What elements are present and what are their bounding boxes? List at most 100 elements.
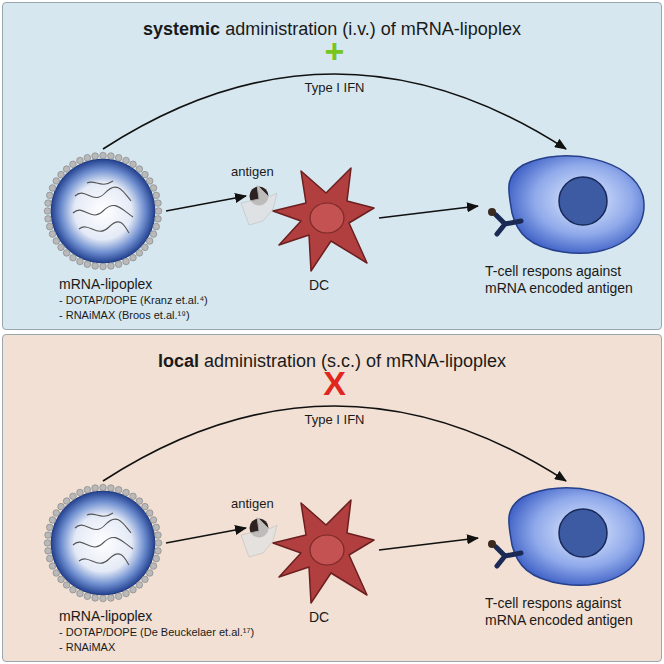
lipid-head — [63, 498, 70, 505]
lipid-head — [49, 563, 56, 570]
title-keyword: systemic — [143, 19, 220, 40]
formulation-item: - RNAiMAX (Broos et.al.¹⁹) — [59, 308, 208, 323]
lipid-head — [70, 254, 77, 261]
lipid-head — [63, 166, 70, 173]
panel-title-text: administration (i.v.) of mRNA-lipoplex — [225, 19, 521, 40]
lipid-head — [155, 216, 162, 223]
lipid-head — [115, 261, 122, 268]
lipid-head — [130, 493, 137, 500]
node-caption: DC — [309, 609, 329, 625]
lipid-head — [155, 532, 162, 539]
lipid-head — [53, 510, 60, 517]
cell-label: DC — [309, 609, 329, 625]
lipid-head — [123, 258, 130, 265]
lipid-head — [108, 263, 115, 270]
lipid-head — [153, 524, 160, 531]
lipid-head — [142, 244, 149, 251]
lipid-head — [100, 484, 107, 491]
lipid-head — [46, 223, 53, 230]
antigen-particle — [488, 540, 496, 548]
lipid-head — [58, 244, 65, 251]
tcr-receptor — [496, 547, 521, 566]
lipoplex-particle: mRNA-lipoplex- DOTAP/DOPE (De Beuckelaer… — [43, 483, 163, 603]
lipid-head — [115, 593, 122, 600]
lipid-head — [136, 250, 143, 257]
lipoplex-particle-drawing — [43, 483, 163, 603]
lipid-head — [92, 263, 99, 270]
lipid-head — [100, 263, 107, 270]
lipid-head — [70, 586, 77, 593]
dendritic-cell: DC — [271, 163, 376, 273]
lipid-head — [146, 238, 153, 245]
lipid-head — [153, 555, 160, 562]
cell-body — [509, 156, 644, 253]
t-cell: T-cell respons against mRNA encoded anti… — [481, 483, 651, 593]
lipid-head — [100, 152, 107, 159]
lipid-head — [84, 486, 91, 493]
lipid-head — [77, 157, 84, 164]
lipid-head — [130, 586, 137, 593]
lipid-head — [108, 595, 115, 602]
lipid-head — [49, 185, 56, 192]
lipid-head — [130, 161, 137, 168]
lipid-head — [146, 570, 153, 577]
node-caption: T-cell respons against mRNA encoded anti… — [485, 263, 655, 297]
lipid-head — [46, 192, 53, 199]
lipid-head — [153, 223, 160, 230]
antigen-particle — [488, 208, 496, 216]
lipid-head — [92, 153, 99, 160]
mrna-strand — [87, 513, 113, 516]
lipid-head — [142, 576, 149, 583]
cell-label: T-cell respons against mRNA encoded anti… — [485, 263, 655, 297]
lipid-head — [150, 185, 157, 192]
plus-sign: + — [325, 34, 345, 68]
lipid-head — [146, 178, 153, 185]
lipid-head — [77, 489, 84, 496]
lipid-head — [123, 489, 130, 496]
t-cell-drawing — [481, 151, 651, 261]
cell-label: T-cell respons against mRNA encoded anti… — [485, 595, 655, 629]
lipid-head — [46, 524, 53, 531]
lipid-head — [45, 216, 52, 223]
lipid-head — [53, 570, 60, 577]
lipid-head — [70, 161, 77, 168]
title-keyword: local — [158, 351, 199, 372]
lipid-head — [63, 582, 70, 589]
mrna-strand — [79, 554, 129, 565]
tcr-receptor — [496, 215, 521, 234]
lipid-head — [70, 493, 77, 500]
mrna-strand — [79, 222, 129, 233]
faded-antigen — [241, 517, 277, 557]
lipid-bilayer — [51, 159, 155, 263]
edge-label: Type I IFN — [305, 80, 365, 95]
node-caption: mRNA-lipoplex- DOTAP/DOPE (De Beuckelaer… — [59, 607, 254, 655]
lipid-head — [153, 192, 160, 199]
node-caption: antigen — [231, 496, 274, 511]
node-caption: mRNA-lipoplex- DOTAP/DOPE (Kranz et.al.⁴… — [59, 275, 208, 323]
lipid-head — [49, 517, 56, 524]
lipid-head — [92, 485, 99, 492]
node-caption: DC — [309, 277, 329, 293]
lipoplex-particle: mRNA-lipoplex- DOTAP/DOPE (Kranz et.al.⁴… — [43, 151, 163, 271]
lipid-head — [45, 548, 52, 555]
mrna-strand — [73, 537, 133, 549]
lipid-head — [136, 498, 143, 505]
lipid-head — [84, 593, 91, 600]
lipid-head — [150, 563, 157, 570]
lipid-head — [150, 231, 157, 238]
mrna-strand — [75, 187, 131, 201]
nucleus — [310, 535, 344, 565]
t-cell-drawing — [481, 483, 651, 593]
lipid-head — [136, 582, 143, 589]
lipid-head — [115, 486, 122, 493]
t-cell: T-cell respons against mRNA encoded anti… — [481, 151, 651, 261]
dendritic-cell: DC — [271, 495, 376, 605]
node-caption: antigen — [231, 164, 274, 179]
nucleus — [310, 203, 344, 233]
lipid-head — [108, 153, 115, 160]
lipid-head — [58, 171, 65, 178]
nucleus — [559, 177, 607, 225]
lipid-head — [45, 532, 52, 539]
lipid-head — [146, 510, 153, 517]
lipid-head — [142, 171, 149, 178]
